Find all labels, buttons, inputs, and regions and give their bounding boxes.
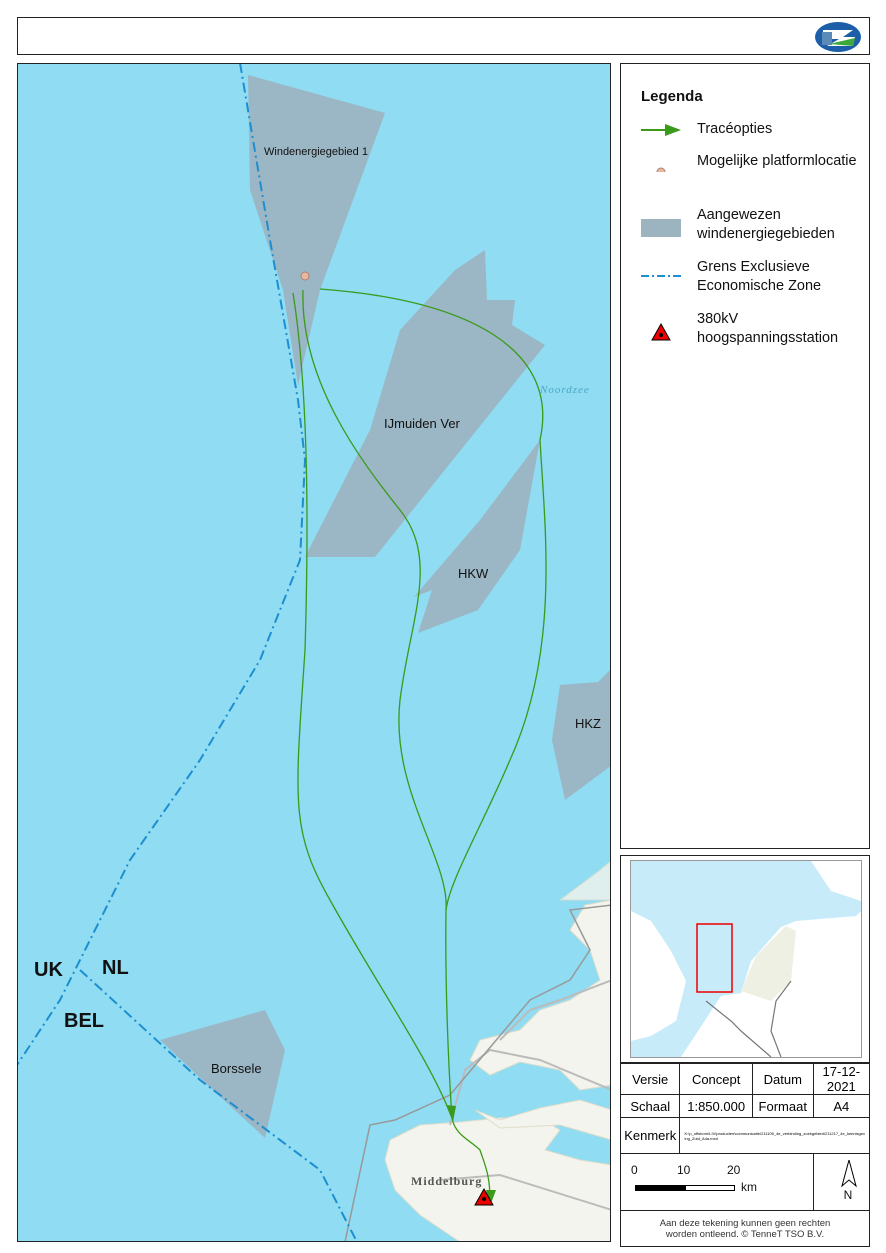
substation-triangle-icon xyxy=(474,1187,494,1206)
tennet-logo xyxy=(815,22,861,52)
eez-boundary xyxy=(18,64,358,1241)
north-label: N xyxy=(843,1188,853,1202)
versie-value: Concept xyxy=(679,1063,753,1095)
platform-dot-icon xyxy=(656,167,666,172)
schaal-value: 1:850.000 xyxy=(679,1094,753,1118)
label-windenergiegebied-1: Windenergiegebied 1 xyxy=(264,146,368,158)
legend-label: Tracéopties xyxy=(697,121,773,137)
roads xyxy=(439,979,610,1211)
route-middle xyxy=(302,289,453,1119)
versie-label: Versie xyxy=(619,1063,681,1095)
route-west xyxy=(292,292,453,1119)
scale-bar: 0 10 20 km xyxy=(620,1153,814,1211)
substation-triangle-icon xyxy=(651,322,671,341)
title-bar xyxy=(17,17,870,55)
legend-item-routes: Tracéopties xyxy=(641,120,877,140)
datum-value: 17-12-2021 xyxy=(812,1063,871,1095)
kenmerk-value: K:\p_offshore\LIV\producten\communicatie… xyxy=(679,1117,870,1154)
area-ijmuiden-ver xyxy=(305,250,545,557)
schaal-label: Schaal xyxy=(619,1094,681,1118)
scale-tick: 0 xyxy=(631,1163,638,1177)
route-arrowhead-icon xyxy=(486,1190,496,1206)
label-bel: BEL xyxy=(64,1010,104,1032)
wind-areas xyxy=(160,75,610,1138)
legend-label: 380kV hoogspanningsstation xyxy=(697,311,839,346)
label-ijmuiden-ver: IJmuiden Ver xyxy=(384,416,460,431)
label-uk: UK xyxy=(34,959,63,981)
kenmerk-label: Kenmerk xyxy=(619,1117,681,1154)
datum-label: Datum xyxy=(751,1063,814,1095)
land-mass xyxy=(384,861,610,1241)
label-borssele: Borssele xyxy=(211,1061,262,1076)
extent-rectangle xyxy=(696,923,733,993)
formaat-value: A4 xyxy=(812,1094,871,1118)
area-hkw xyxy=(414,440,540,633)
area-hkz xyxy=(552,670,610,800)
route-land xyxy=(451,1117,491,1201)
label-hkw: HKW xyxy=(458,566,489,581)
area-borssele xyxy=(160,1010,285,1138)
scale-unit: km xyxy=(741,1180,757,1194)
legend-item-eez: Grens Exclusieve Economische Zone xyxy=(641,258,877,296)
legend-label: Grens Exclusieve Economische Zone xyxy=(697,259,822,294)
main-map[interactable]: Windenergiegebied 1 IJmuiden Ver HKW HKZ… xyxy=(17,63,611,1242)
route-arrowhead-icon xyxy=(446,1105,456,1122)
legend-item-wind-areas: Aangewezen windenergiegebieden xyxy=(641,206,877,244)
legend-label: Aangewezen windenergiegebieden xyxy=(697,207,835,242)
label-nl: NL xyxy=(102,957,129,979)
green-arrow-icon xyxy=(641,124,681,136)
label-hkz: HKZ xyxy=(575,716,601,731)
legend-title: Legenda xyxy=(641,88,703,105)
route-east xyxy=(319,288,547,911)
label-noordzee: Noordzee xyxy=(540,384,590,396)
scale-tick: 10 xyxy=(677,1163,691,1177)
label-middelburg: Middelburg xyxy=(411,1174,483,1188)
platform-location-icon xyxy=(300,271,310,281)
territorial-waters-line xyxy=(344,904,610,1241)
disclaimer: Aan deze tekening kunnen geen rechten wo… xyxy=(620,1210,870,1247)
area-windenergiegebied-1 xyxy=(248,75,385,385)
legend-label: Mogelijke platformlocatie xyxy=(697,153,857,169)
scale-tick: 20 xyxy=(727,1163,741,1177)
legend-panel: Legenda Tracéopties Mogelijke platformlo… xyxy=(620,63,870,849)
north-arrow-icon xyxy=(840,1160,857,1188)
overview-inset-map xyxy=(620,855,870,1063)
legend-item-substation: 380kV hoogspanningsstation xyxy=(641,310,877,348)
wind-area-swatch-icon xyxy=(641,219,681,237)
legend-item-platform: Mogelijke platformlocatie xyxy=(641,152,877,172)
route-options xyxy=(292,288,547,1201)
north-arrow: N xyxy=(812,1153,871,1211)
formaat-label: Formaat xyxy=(751,1094,814,1118)
eez-dashdot-line-icon xyxy=(641,275,681,277)
